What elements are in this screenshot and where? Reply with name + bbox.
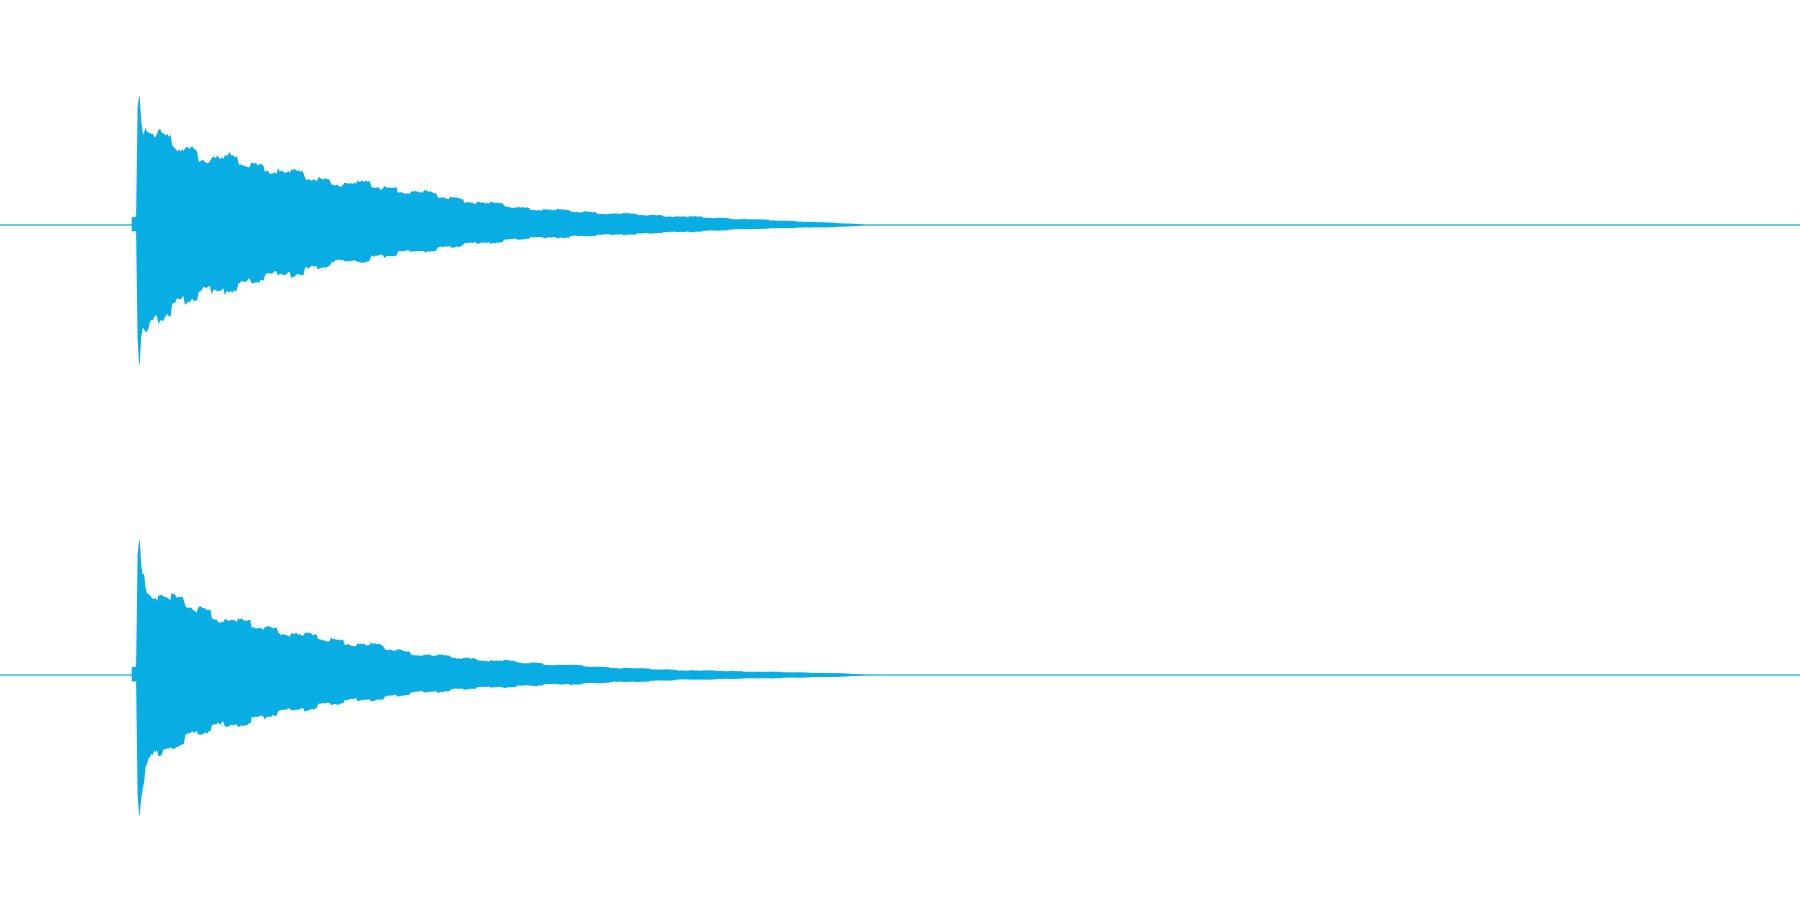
channel-1-track	[0, 96, 1800, 365]
channel-1-waveform	[131, 96, 870, 365]
channel-2-waveform	[131, 539, 870, 816]
channel-2-track	[0, 539, 1800, 816]
